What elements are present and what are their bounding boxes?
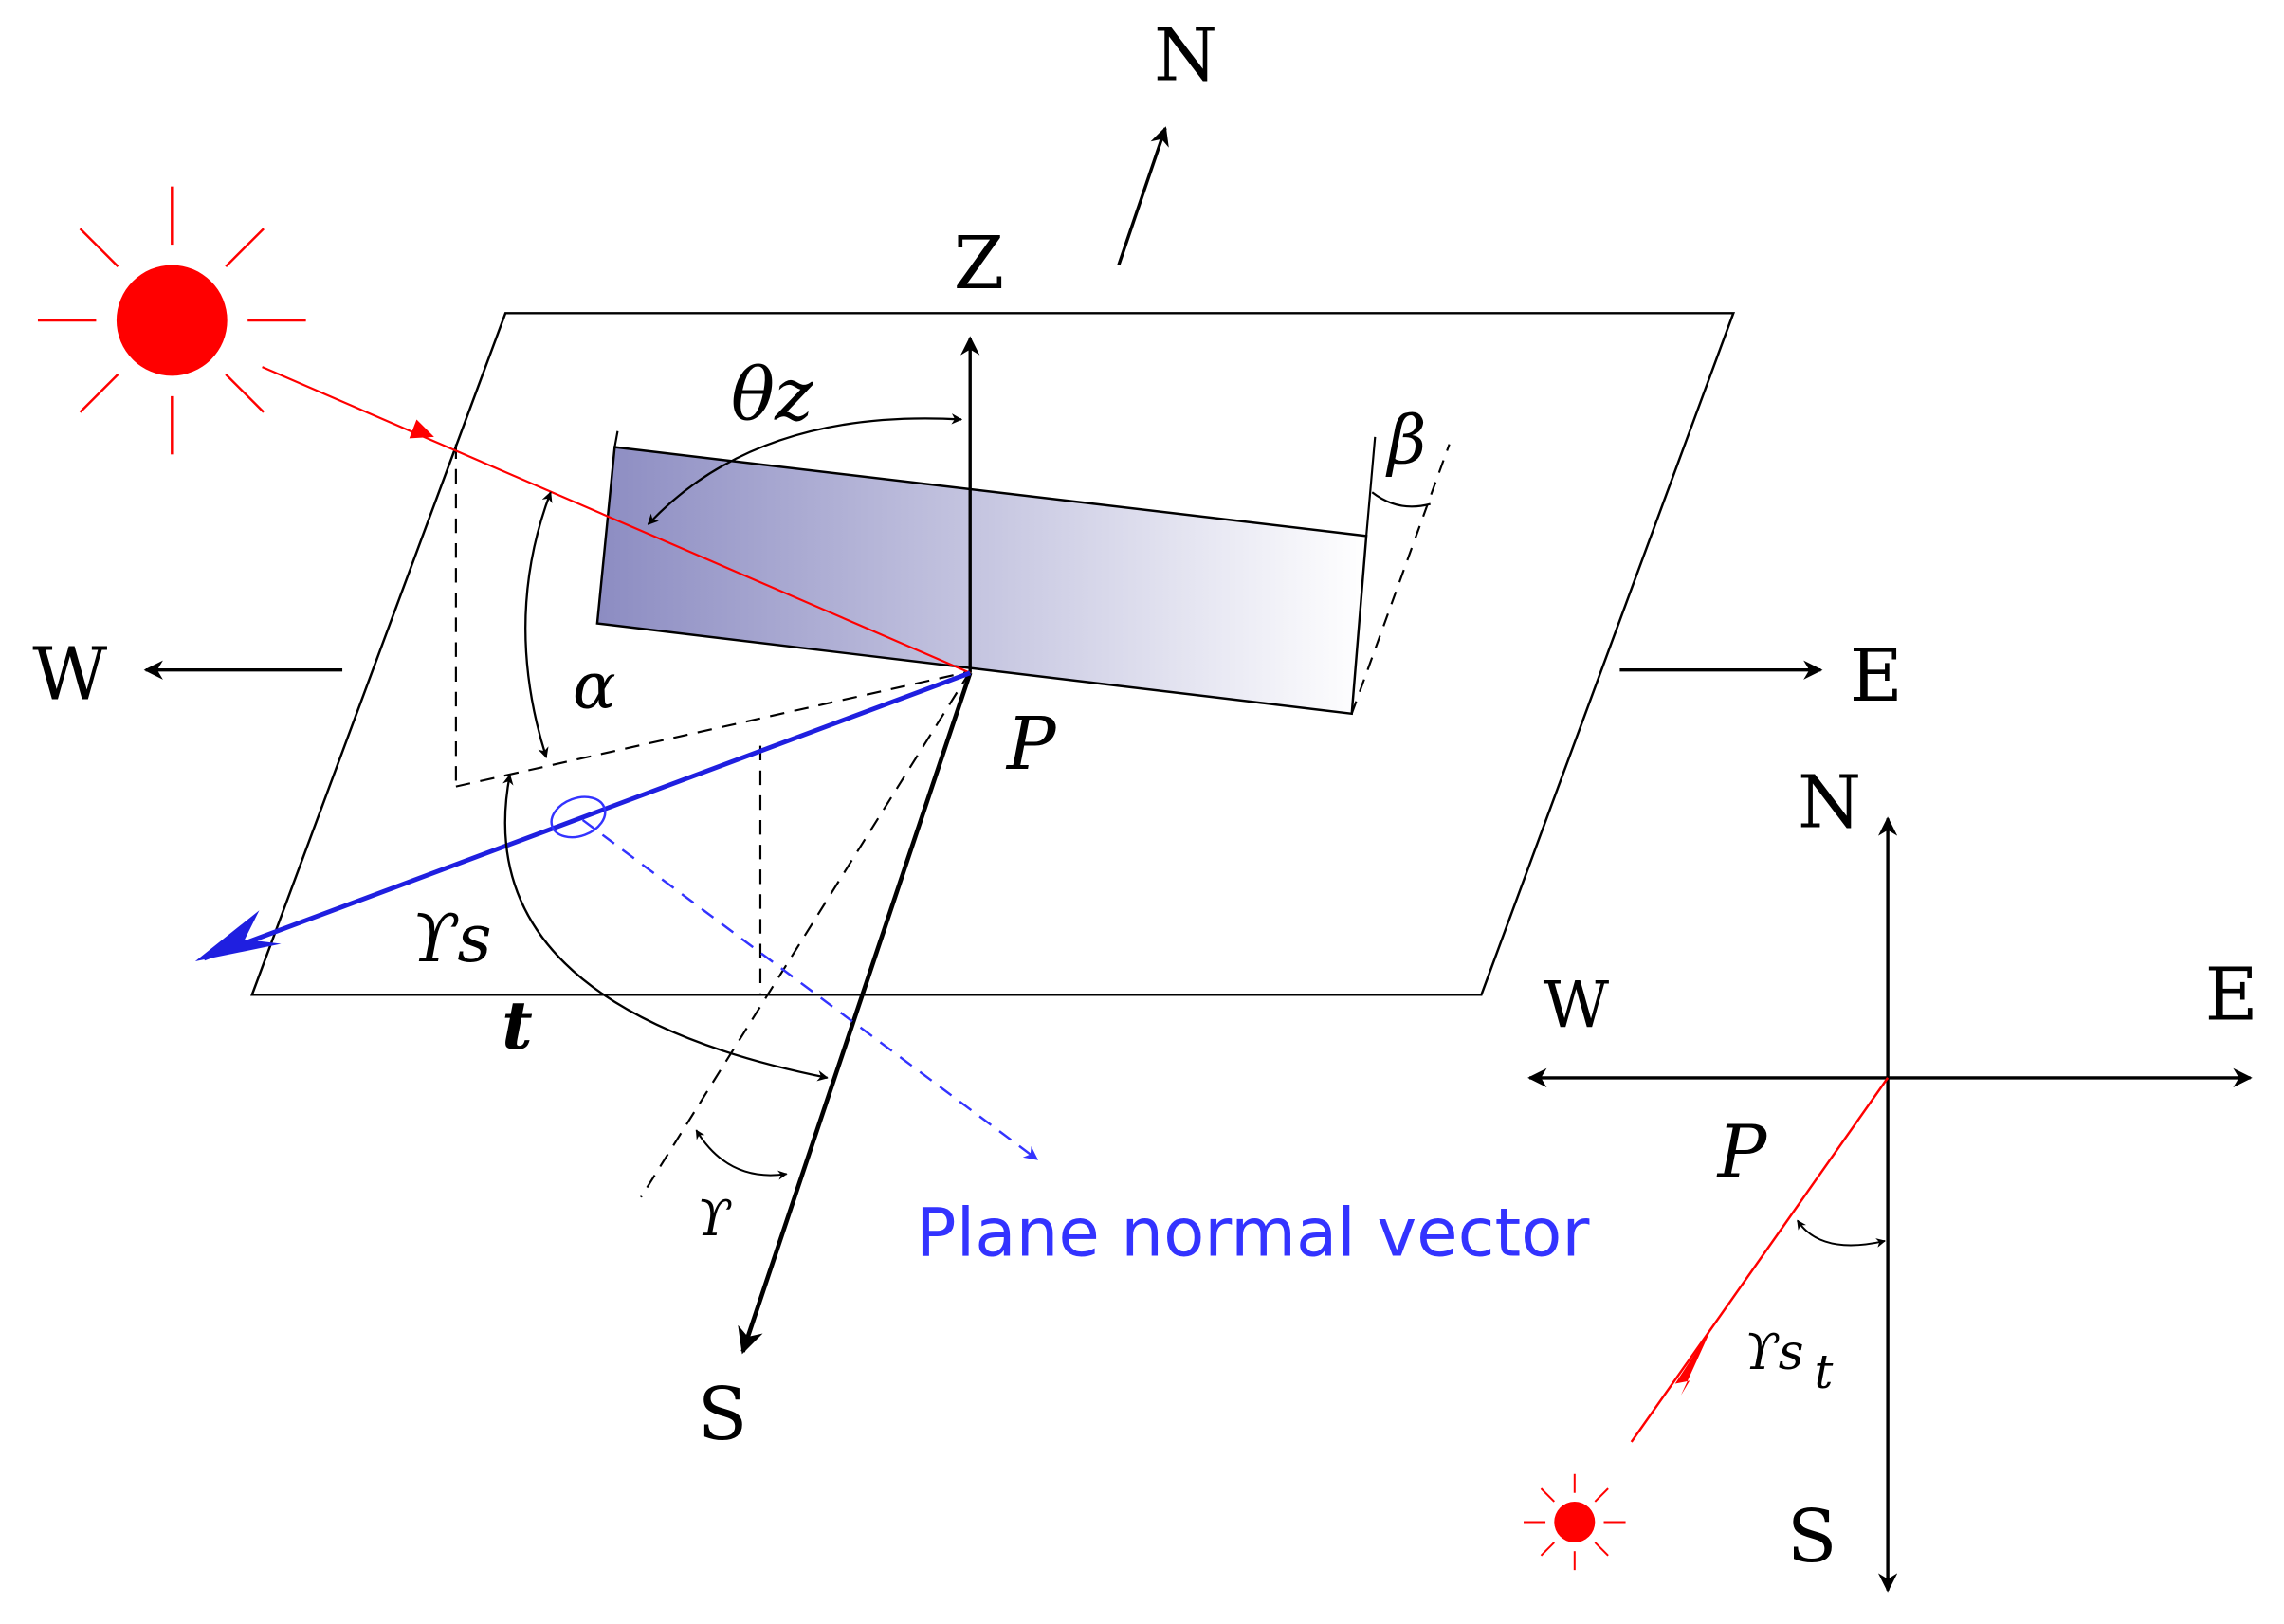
- tilt-angle-arc: [1371, 491, 1431, 508]
- solar-azimuth-arc: [502, 774, 829, 1082]
- panel-edge-tick: [613, 430, 619, 447]
- inset-north-label: N: [1798, 761, 1861, 846]
- sun-projection-arrowhead: [194, 910, 282, 961]
- solar-azimuth-subscript: t: [502, 986, 533, 1065]
- plane-normal-vector: [581, 818, 1039, 1160]
- inset-solar-azimuth-label: ϒs: [1745, 1324, 1804, 1381]
- west-label: W: [32, 632, 107, 717]
- altitude-angle-label: α: [573, 648, 616, 723]
- north-arrow: [1117, 126, 1169, 266]
- altitude-angle-arc: [524, 491, 553, 758]
- inset-south-label: S: [1787, 1495, 1837, 1579]
- point-label: P: [1005, 703, 1057, 787]
- sun-icon: [37, 186, 306, 455]
- ground-plane: [250, 312, 1736, 996]
- panel-edge-tick: [1365, 436, 1377, 537]
- north-label: N: [1154, 13, 1217, 98]
- tilt-reference-line: [1350, 444, 1451, 715]
- inset-west-label: W: [1544, 967, 1610, 1042]
- solar-panel: [595, 446, 1368, 716]
- zenith-label: Z: [954, 222, 1004, 306]
- sun-ray: [262, 366, 971, 674]
- inset-diagram: N W E S P ϒs t: [1524, 761, 2258, 1593]
- inset-solar-azimuth-subscript: t: [1815, 1344, 1834, 1399]
- inset-sun-ray-arrowhead: [1674, 1328, 1712, 1396]
- south-axis: [738, 672, 973, 1355]
- sun-ray-arrowhead: [409, 419, 434, 439]
- surface-azimuth-label: ϒ: [697, 1191, 732, 1248]
- inset-sun-icon: [1524, 1473, 1626, 1571]
- solar-azimuth-label: ϒs: [411, 899, 492, 977]
- east-label: E: [1850, 634, 1903, 719]
- zenith-angle-label: θz: [731, 353, 813, 437]
- inset-azimuth-arc: [1797, 1219, 1886, 1248]
- inset-point-label: P: [1716, 1110, 1768, 1195]
- inset-east-label: E: [2205, 953, 2258, 1037]
- plane-normal-label: Plane normal vector: [916, 1193, 1590, 1271]
- main-diagram: N Z W E S P θz β α ϒs t ϒ Plane normal v…: [32, 13, 1903, 1456]
- surface-azimuth-arc: [695, 1129, 788, 1180]
- tilt-angle-label: β: [1385, 401, 1427, 480]
- zenith-angle-arc: [647, 413, 963, 525]
- south-label: S: [698, 1373, 748, 1457]
- inset-sun-ray: [1630, 1077, 1890, 1443]
